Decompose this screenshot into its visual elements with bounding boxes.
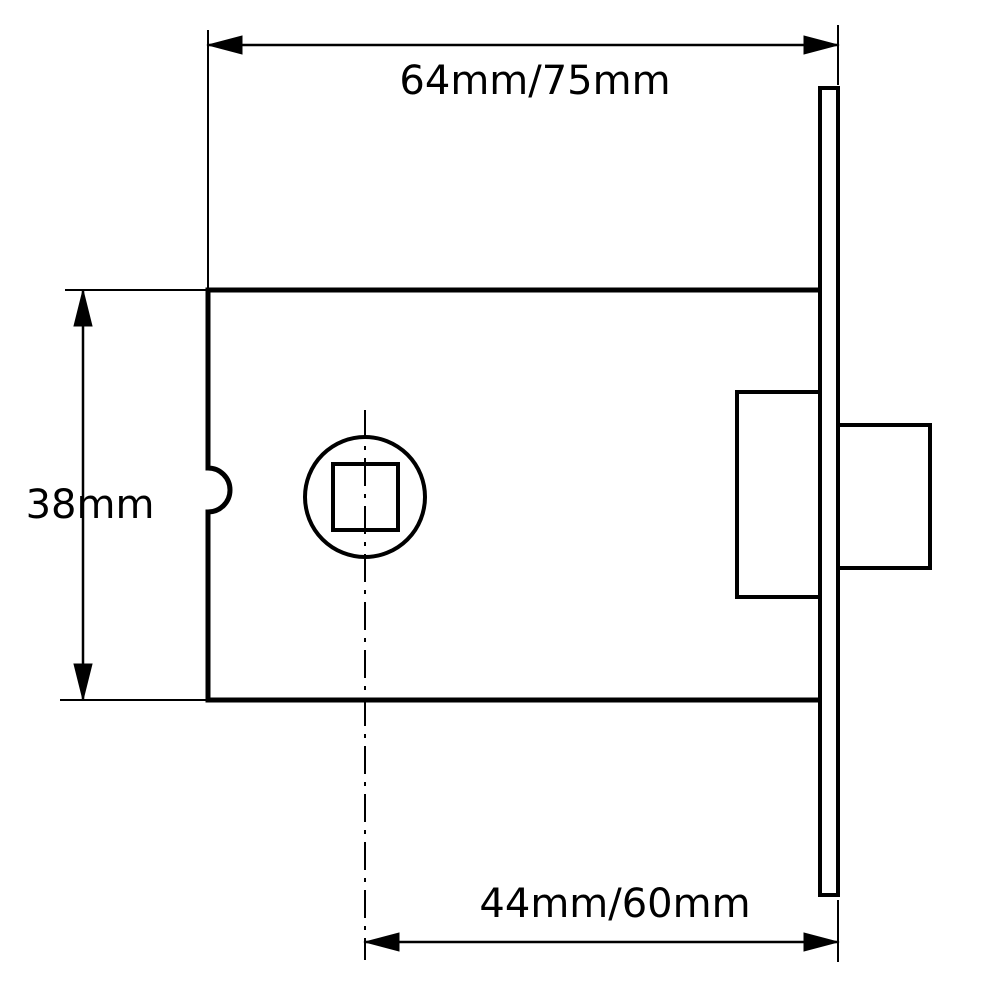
- height-label: 38mm: [26, 482, 155, 528]
- faceplate: [818, 86, 840, 897]
- arrow-left-icon: [363, 932, 400, 952]
- arrow-right-icon: [803, 932, 840, 952]
- backset-label: 44mm/60mm: [479, 881, 750, 927]
- latch-body: [205, 287, 820, 703]
- latch-bolt: [836, 423, 932, 570]
- latch-housing: [735, 390, 822, 599]
- arrow-down-icon: [73, 663, 93, 701]
- arrow-right-icon: [803, 35, 840, 55]
- overall-length-label: 64mm/75mm: [399, 58, 670, 104]
- arrow-up-icon: [73, 289, 93, 327]
- arrow-left-icon: [206, 35, 243, 55]
